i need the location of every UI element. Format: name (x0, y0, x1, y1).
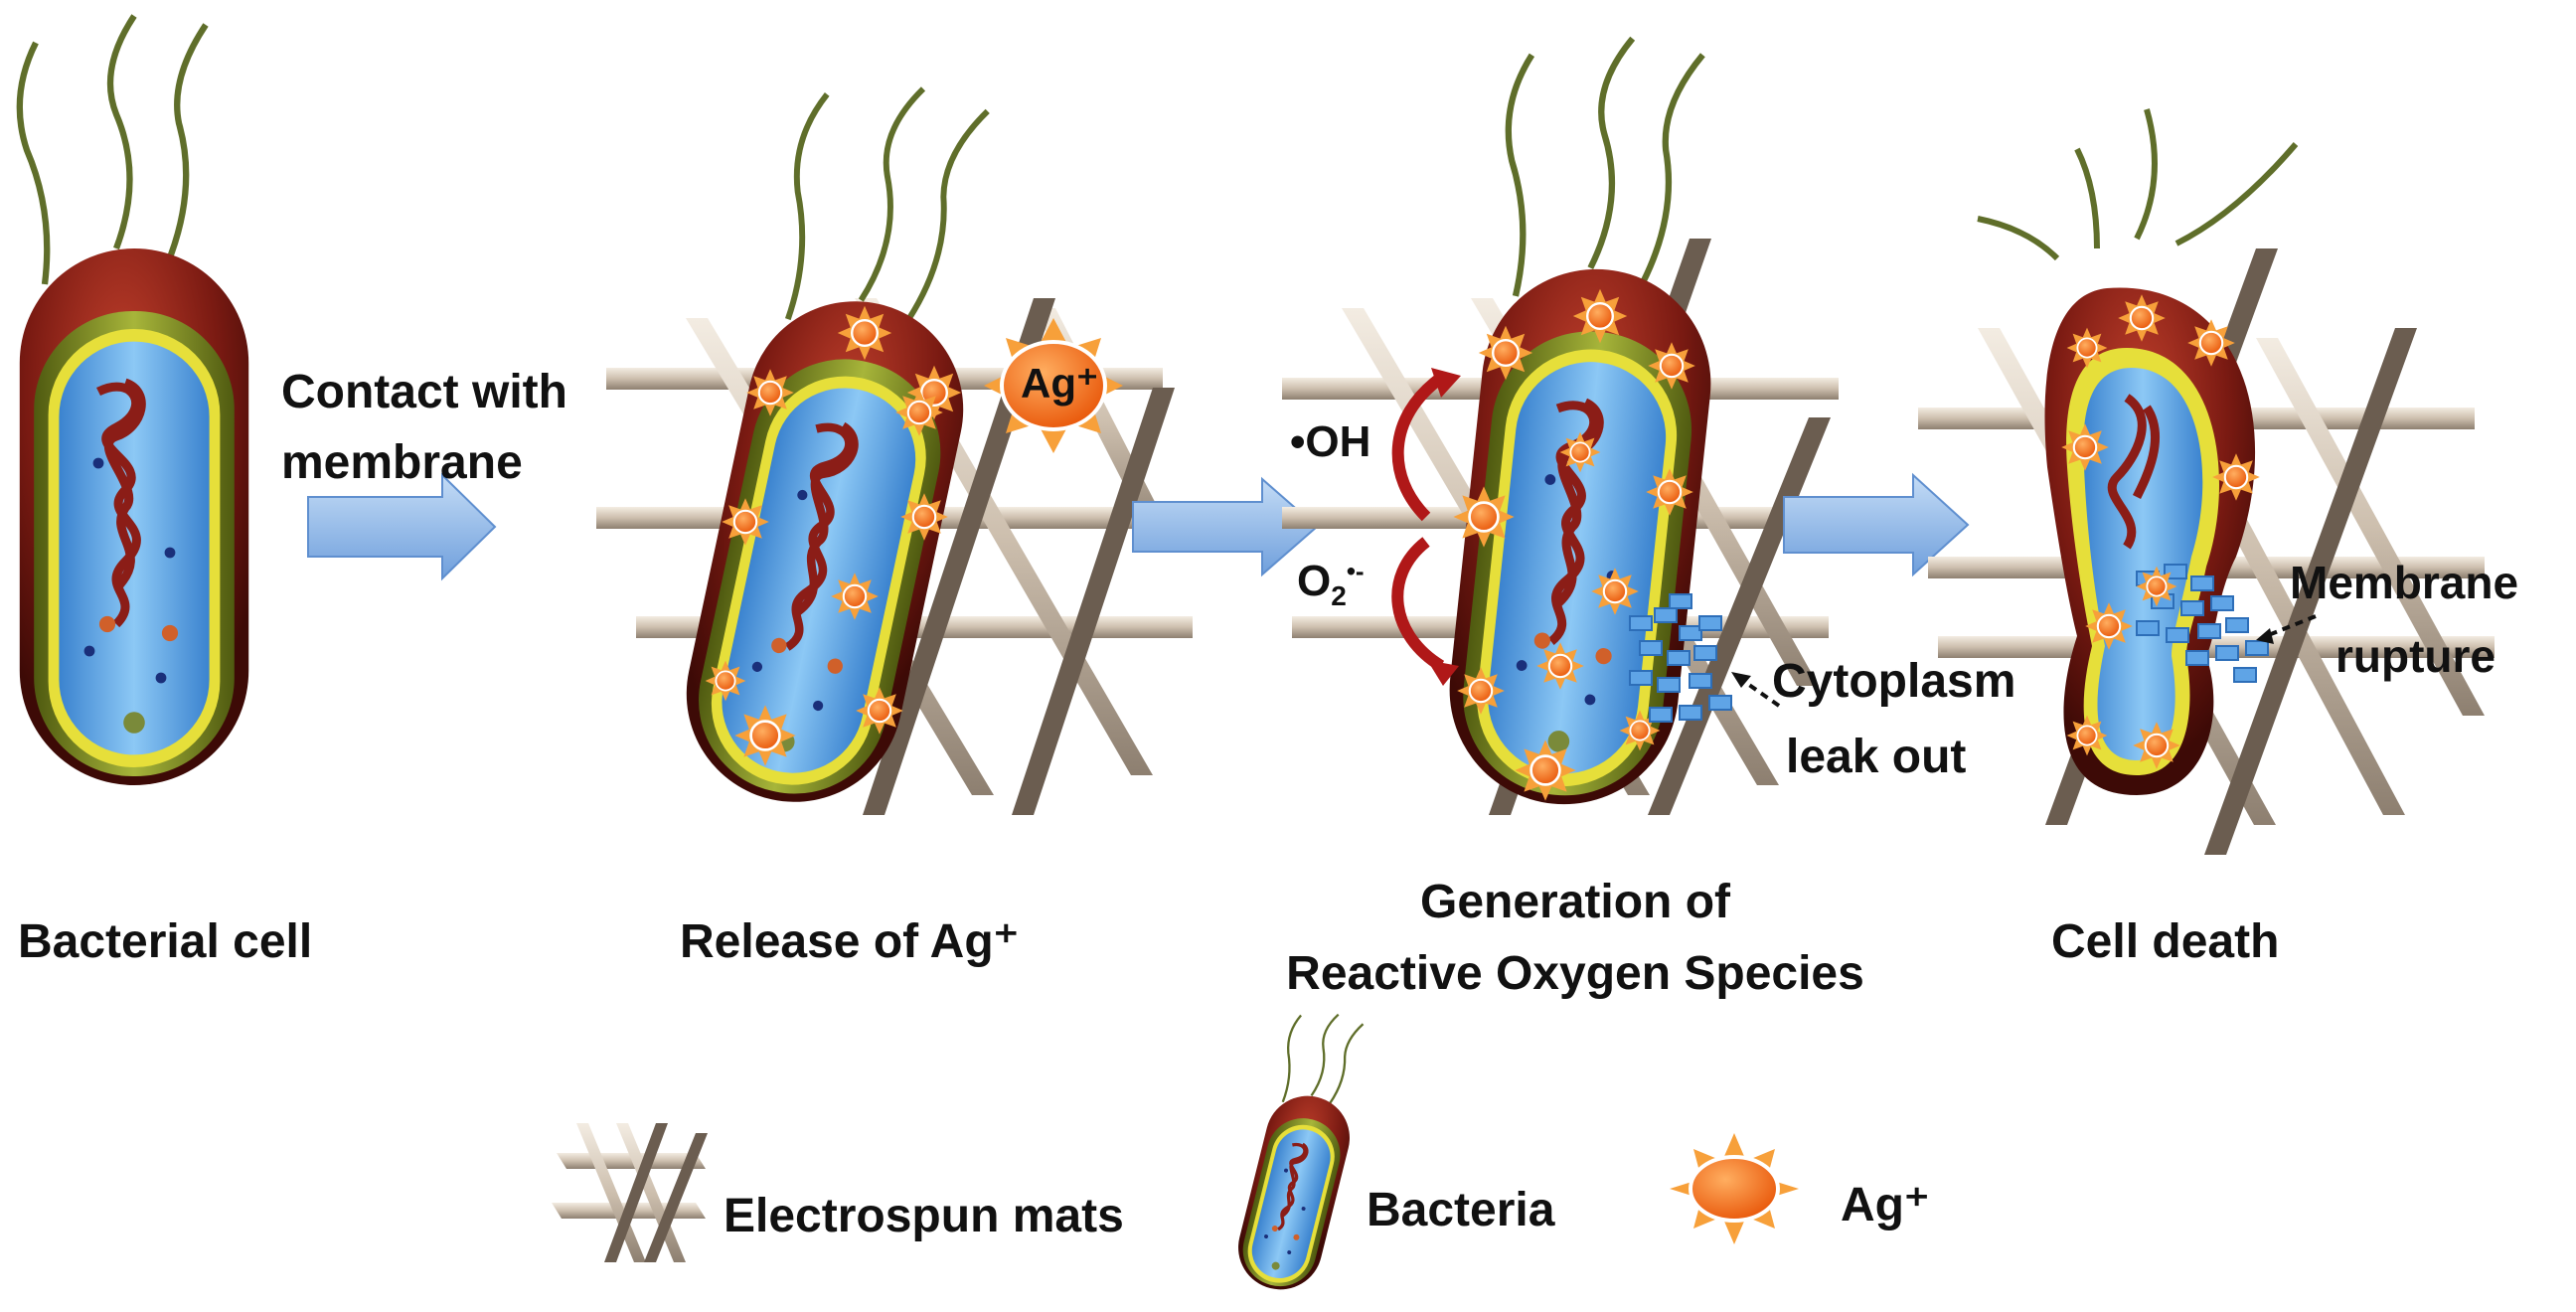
contact-label-line1: Contact with (281, 366, 567, 418)
membrane-pointer (2256, 614, 2317, 644)
superoxide-label: O2•- (1297, 556, 1365, 612)
bacterium-release (667, 67, 1030, 822)
step-label-bacterial-cell: Bacterial cell (18, 915, 313, 968)
legend-mats-label: Electrospun mats (724, 1190, 1124, 1242)
ag-ion-callout (984, 318, 1123, 453)
step-label-generation-line1: Generation of (1419, 876, 1731, 928)
membrane-label-line2: rupture (2335, 630, 2496, 682)
bacterial-cell-figure (20, 16, 248, 785)
ros-curved-arrows (1391, 368, 1461, 686)
cytoplasm-pointer (1731, 672, 1781, 708)
superoxide-base: O (1297, 557, 1332, 605)
step-label-generation-line2: Reactive Oxygen Species (1286, 947, 1864, 1000)
arrow-to-death (1783, 472, 1970, 577)
membrane-label-line1: Membrane (2290, 557, 2519, 608)
ag-callout-label: Ag⁺ (1021, 360, 1099, 407)
superoxide-subscript: 2 (1331, 579, 1347, 611)
hydroxyl-label: •OH (1290, 417, 1371, 466)
step-label-cell-death: Cell death (2051, 915, 2280, 968)
legend-mats-icon (552, 1123, 708, 1262)
superoxide-superscript: •- (1346, 556, 1365, 586)
contact-label-line2: membrane (281, 436, 523, 489)
cytoplasm-leak-blocks (1629, 593, 1732, 723)
legend-ag-label: Ag⁺ (1841, 1179, 1930, 1231)
legend-ag-icon (1670, 1133, 1799, 1244)
arrow-to-ros (1132, 476, 1319, 577)
legend-bacteria-icon (1227, 1002, 1381, 1300)
cytoplasm-label-line2: leak out (1786, 731, 1967, 783)
step-label-release: Release of Ag⁺ (680, 915, 1019, 968)
cytoplasm-label-line1: Cytoplasm (1772, 655, 2016, 708)
contact-arrow (307, 472, 497, 581)
bacterium-ruptured (1977, 108, 2299, 795)
legend-bacteria-label: Bacteria (1367, 1184, 1555, 1236)
